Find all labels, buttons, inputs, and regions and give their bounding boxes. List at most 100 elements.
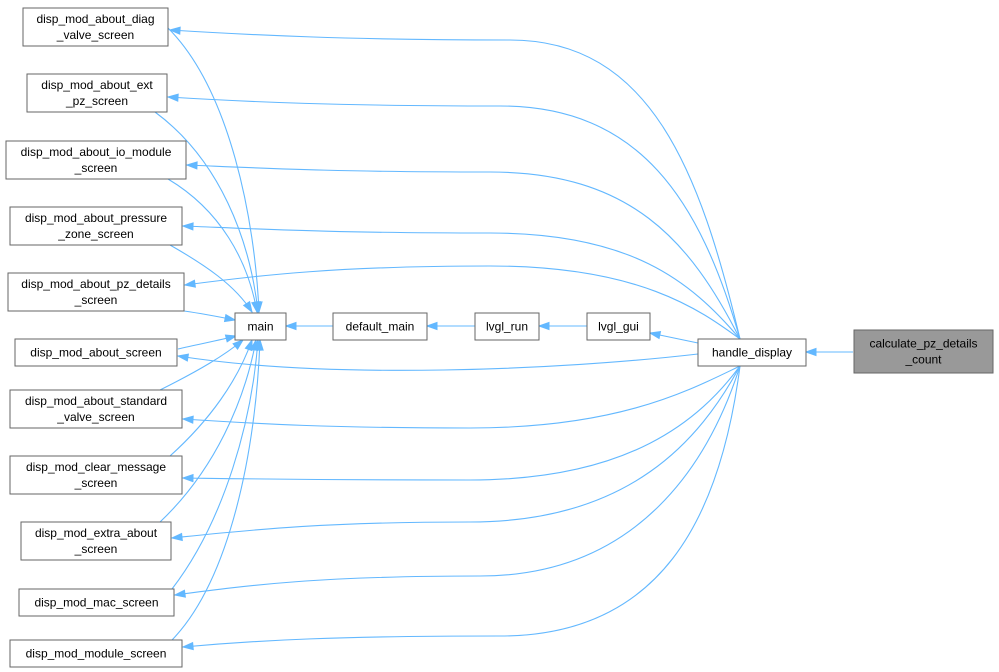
node-label: _count — [904, 353, 942, 367]
edge-default_main-to-main — [284, 321, 333, 331]
node-handle-display[interactable]: handle_display — [697, 338, 807, 367]
node-label: disp_mod_about_io_module — [21, 145, 172, 159]
arrowhead — [183, 279, 196, 288]
edge-pzdet-to-main — [183, 310, 237, 323]
node-lvgl-gui[interactable]: lvgl_gui — [586, 312, 651, 341]
node-label: default_main — [346, 320, 415, 334]
node-module[interactable]: disp_mod_module_screen — [9, 639, 183, 668]
arrowhead — [166, 93, 179, 102]
node-box — [26, 73, 168, 113]
node-label: lvgl_gui — [598, 320, 639, 334]
edge-line — [182, 365, 741, 648]
node-box — [9, 455, 183, 495]
arrowhead — [251, 300, 260, 314]
edge-standard-to-main — [159, 339, 245, 391]
node-about[interactable]: disp_mod_about_screen — [14, 338, 178, 367]
node-diag[interactable]: disp_mod_about_diag_valve_screen — [22, 7, 169, 47]
edge-handle_display-to-module — [181, 365, 741, 651]
node-label: disp_mod_about_pz_details — [21, 277, 170, 291]
arrowhead — [173, 589, 186, 598]
node-pressure[interactable]: disp_mod_about_pressure _zone_screen — [9, 206, 183, 246]
edge-calc-to-handle_display — [804, 347, 853, 357]
node-box — [586, 312, 651, 341]
edge-handle_display-to-about — [176, 353, 699, 371]
node-label: disp_mod_mac_screen — [34, 596, 158, 610]
edge-line — [171, 365, 741, 539]
arrowhead — [181, 641, 194, 651]
node-label: calculate_pz_details — [869, 337, 977, 351]
node-box — [20, 521, 172, 561]
node-label: _valve_screen — [56, 410, 134, 424]
node-box — [234, 312, 287, 341]
node-label: disp_mod_module_screen — [26, 647, 167, 661]
arrowhead — [168, 26, 181, 35]
edge-line — [171, 339, 259, 590]
node-label: _zone_screen — [57, 227, 133, 241]
edge-line — [167, 178, 258, 313]
node-ext[interactable]: disp_mod_about_ext _pz_screen — [26, 73, 168, 113]
node-label: _pz_screen — [65, 94, 128, 108]
node-label: _screen — [74, 161, 118, 175]
arrowhead — [176, 353, 190, 362]
edge-io-to-main — [167, 178, 260, 314]
node-box — [22, 7, 169, 47]
node-mac[interactable]: disp_mod_mac_screen — [18, 588, 175, 617]
edge-line — [174, 365, 741, 596]
node-label: disp_mod_about_standard — [25, 394, 167, 408]
node-extra[interactable]: disp_mod_extra_about_screen — [20, 521, 172, 561]
edge-line — [154, 111, 259, 313]
arrowhead — [185, 161, 198, 170]
node-label: disp_mod_about_diag — [36, 12, 154, 26]
node-label: _screen — [74, 293, 118, 307]
node-box — [474, 312, 540, 341]
edge-handle_display-to-lvgl_gui — [648, 331, 699, 344]
arrowhead — [244, 338, 253, 352]
node-lvgl-run[interactable]: lvgl_run — [474, 312, 540, 341]
edge-handle_display-to-clear — [181, 365, 741, 483]
arrowhead — [284, 321, 297, 331]
arrowhead — [232, 339, 245, 350]
node-label: lvgl_run — [486, 320, 528, 334]
edge-line — [169, 339, 253, 457]
edge-line — [169, 29, 741, 340]
node-label: disp_mod_about_pressure — [25, 211, 167, 225]
node-calc[interactable]: calculate_pz_details _count — [853, 329, 994, 374]
arrowhead — [804, 347, 817, 357]
node-box — [14, 338, 178, 367]
node-box — [853, 329, 994, 374]
edge-line — [159, 339, 257, 523]
arrowhead — [223, 313, 237, 323]
node-clear[interactable]: disp_mod_clear_message_screen — [9, 455, 183, 495]
node-box — [9, 639, 183, 668]
edge-about-to-main — [177, 334, 238, 350]
edge-handle_display-to-pressure — [181, 222, 741, 340]
node-pzdet[interactable]: disp_mod_about_pz_details _screen — [7, 272, 185, 312]
edge-handle_display-to-extra — [170, 365, 741, 542]
node-label: disp_mod_about_screen — [30, 346, 161, 360]
node-label: main — [247, 320, 273, 334]
arrowhead — [648, 331, 662, 340]
node-main[interactable]: main — [234, 312, 287, 341]
node-label: disp_mod_about_ext — [41, 78, 153, 92]
arrowhead — [537, 321, 550, 331]
node-label: handle_display — [712, 346, 792, 360]
arrowhead — [425, 321, 438, 331]
node-box — [9, 206, 183, 246]
node-default-main[interactable]: default_main — [332, 312, 428, 341]
edge-handle_display-to-mac — [173, 365, 741, 598]
node-standard[interactable]: disp_mod_about_standard _valve_screen — [9, 389, 183, 429]
arrowhead — [255, 338, 264, 351]
edge-lvgl_gui-to-lvgl_run — [537, 321, 587, 331]
edge-handle_display-to-ext — [166, 93, 741, 340]
edge-handle_display-to-diag — [168, 26, 741, 340]
edge-lvgl_run-to-default_main — [425, 321, 475, 331]
node-io[interactable]: disp_mod_about_io_module _screen — [5, 140, 187, 180]
edge-line — [167, 96, 741, 340]
nodes-layer: disp_mod_about_diag_valve_screendisp_mod… — [5, 7, 994, 668]
node-label: disp_mod_extra_about — [35, 526, 158, 540]
node-box — [9, 389, 183, 429]
arrowhead — [170, 532, 183, 542]
node-box — [697, 338, 807, 367]
arrowhead — [181, 222, 194, 231]
